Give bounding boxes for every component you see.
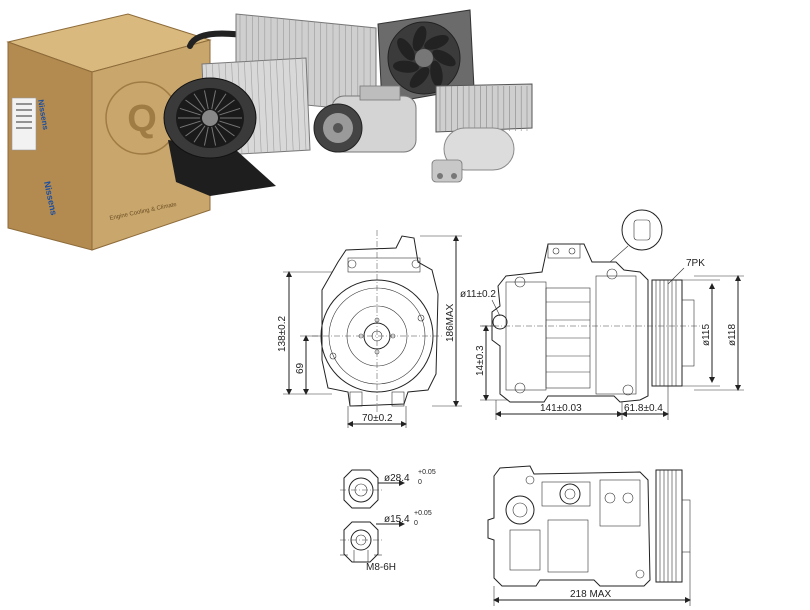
front-view-dimensions: 138±0.2 69 186MAX 70±0.2 — [277, 235, 462, 428]
dim-front-max-height: 186MAX — [445, 303, 456, 342]
dim-front-mount-height: 69 — [295, 362, 306, 374]
dim-total-length: 218 MAX — [570, 589, 611, 600]
dim-hole-dia: ø11±0.2 — [460, 289, 496, 300]
dim-pulley-dia-1: ø115 — [701, 324, 712, 346]
port-details: ø28.4 +0.05 0 ø15.4 +0.05 0 M8-6H — [340, 469, 436, 573]
top-view-dimensions: 218 MAX — [493, 552, 691, 606]
heater-core — [435, 83, 533, 133]
front-view — [312, 230, 444, 412]
dim-body-length: 141±0.03 — [540, 403, 582, 414]
dim-port-1-dia: ø28.4 — [384, 473, 410, 484]
dim-port-2-tol-top: +0.05 — [414, 510, 432, 517]
dim-pulley-dia-2: ø118 — [727, 324, 738, 346]
side-view-dimensions: 7PK ø11±0.2 14±0.3 ø115 ø118 141±0.03 61… — [460, 258, 744, 420]
dim-port-1-tol-top: +0.05 — [418, 469, 436, 476]
dim-hole-height: 14±0.3 — [475, 345, 486, 376]
dim-front-width: 70±0.2 — [362, 413, 393, 424]
blower-motor — [163, 77, 276, 196]
side-view — [482, 209, 702, 403]
dim-port-1-tol-bot: 0 — [418, 479, 422, 486]
dim-front-height: 138±0.2 — [277, 315, 288, 352]
receiver-drier — [431, 127, 515, 183]
top-view — [487, 465, 691, 587]
dim-port-2-tol-bot: 0 — [414, 520, 418, 527]
radiator-fan — [377, 9, 475, 105]
dim-belt-type: 7PK — [686, 258, 705, 269]
dim-thread: M8-6H — [366, 562, 396, 573]
product-photo-collage: Q Nissens Nissens Engine Cooling & Clima… — [6, 9, 533, 251]
ac-compressor — [313, 85, 417, 153]
dim-pulley-offset: 61.8±0.4 — [624, 403, 663, 414]
svg-text:Q: Q — [127, 98, 157, 140]
dim-port-2-dia: ø15.4 — [384, 514, 410, 525]
